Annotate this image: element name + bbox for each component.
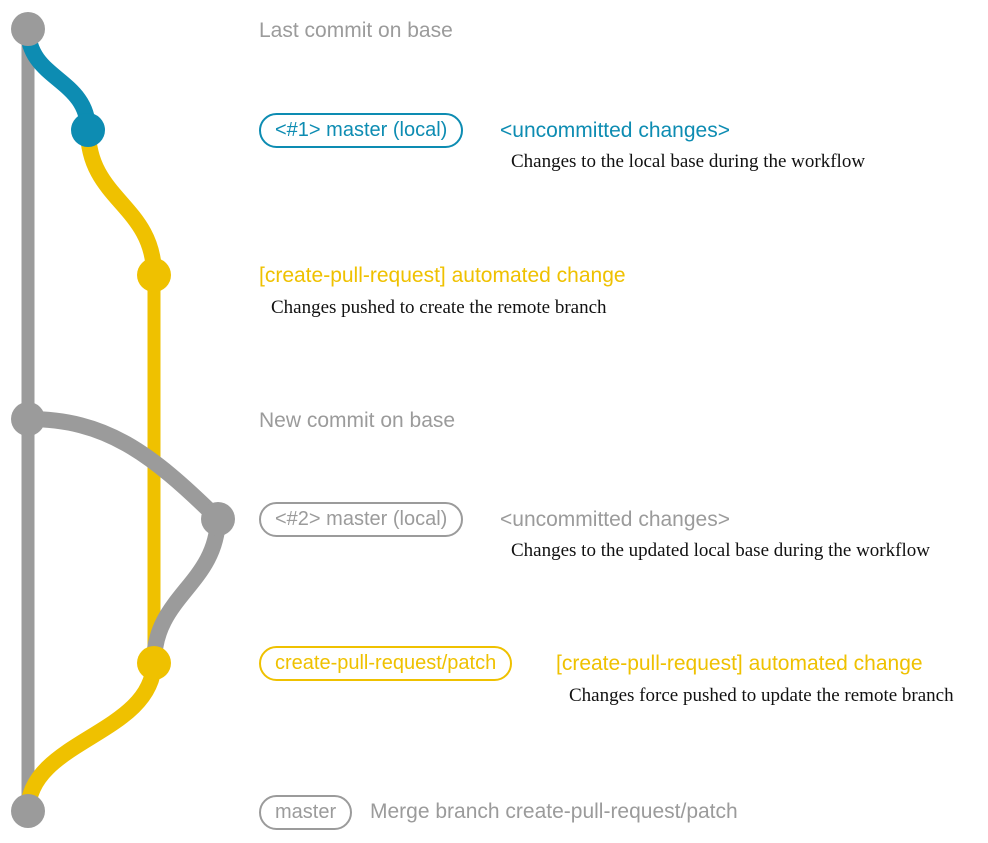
branch-badge-label: <#2> master (local) bbox=[259, 502, 464, 537]
row-subject-remote-branch-updated: [create-pull-request] automated change bbox=[556, 652, 923, 675]
branch-badge-master-local-2[interactable]: <#2> master (local) bbox=[259, 502, 464, 537]
row-note-remote-branch-updated: Changes force pushed to update the remot… bbox=[569, 685, 954, 706]
branch-badge-master-local-1[interactable]: <#1> master (local) bbox=[259, 113, 464, 148]
row-subject-merge-commit: Merge branch create-pull-request/patch bbox=[370, 800, 738, 823]
commit-node-base-merge[interactable] bbox=[11, 794, 45, 828]
branch-badge-label: <#1> master (local) bbox=[259, 113, 464, 148]
commit-node-local-1[interactable] bbox=[71, 113, 105, 147]
branch-badge-create-pull-request-patch[interactable]: create-pull-request/patch bbox=[259, 646, 513, 681]
branch-badge-label: create-pull-request/patch bbox=[259, 646, 513, 681]
edge-base-new-to-local-2 bbox=[20, 411, 226, 527]
row-label-new-commit-on-base: New commit on base bbox=[259, 409, 456, 432]
branch-badge-label: master bbox=[259, 795, 353, 830]
edge-remote-2-to-merge bbox=[20, 655, 162, 819]
branch-badge-master[interactable]: master bbox=[259, 795, 353, 830]
row-note-local-uncommitted-1: Changes to the local base during the wor… bbox=[511, 151, 866, 172]
commit-node-local-2[interactable] bbox=[201, 502, 235, 536]
row-subject-local-uncommitted-2: <uncommitted changes> bbox=[500, 508, 730, 531]
edge-base-to-local-1 bbox=[20, 21, 96, 138]
commit-node-remote-1[interactable] bbox=[137, 258, 171, 292]
commit-node-base-new[interactable] bbox=[11, 402, 45, 436]
row-label-last-commit-on-base: Last commit on base bbox=[259, 19, 453, 42]
commit-node-remote-2[interactable] bbox=[137, 646, 171, 680]
row-note-remote-branch-created: Changes pushed to create the remote bran… bbox=[271, 297, 607, 318]
row-subject-local-uncommitted-1: <uncommitted changes> bbox=[500, 119, 730, 142]
edge-local-2-to-remote-2 bbox=[146, 511, 226, 671]
row-note-local-uncommitted-2: Changes to the updated local base during… bbox=[511, 540, 930, 561]
row-subject-remote-branch-created: [create-pull-request] automated change bbox=[259, 264, 626, 287]
commit-node-base-last[interactable] bbox=[11, 12, 45, 46]
edge-local-1-to-remote-1 bbox=[80, 122, 162, 283]
